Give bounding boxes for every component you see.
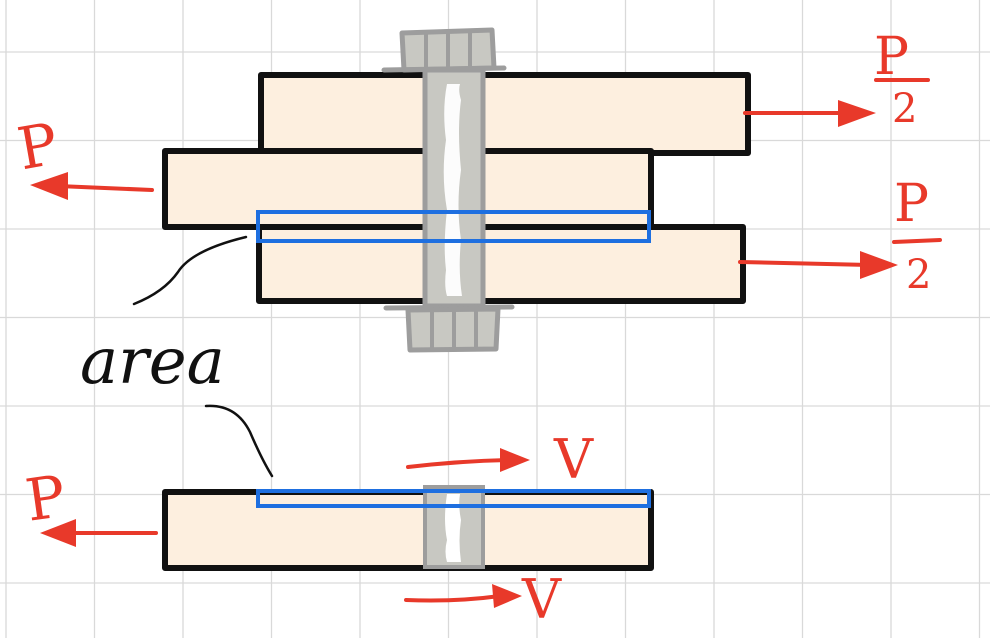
shear-label-v-top: V — [553, 428, 594, 491]
area-annotation: area — [80, 235, 274, 478]
force-label-p-half-top: P 2 — [874, 27, 930, 132]
force-arrow-middle-left — [30, 172, 154, 200]
bolt-shank — [422, 67, 486, 309]
free-body-shear-plane-highlight — [256, 489, 651, 508]
shear-label-v-bottom: V — [521, 568, 562, 631]
p-half-top-numerator: P — [874, 27, 909, 87]
assembled-joint: P P 2 P 2 — [13, 27, 942, 353]
free-body-plate — [162, 489, 654, 571]
force-arrow-top-right — [743, 100, 876, 127]
force-arrow-bottom-right — [738, 251, 898, 279]
shear-force-arrow-bottom — [404, 584, 522, 608]
force-label-p-left: P — [13, 110, 63, 184]
p-half-bottom-denominator: 2 — [906, 252, 931, 298]
middle-plate — [162, 148, 654, 230]
area-leader-line-top — [132, 235, 248, 306]
force-label-p-half-bottom: P 2 — [892, 174, 942, 298]
shear-plane-highlight — [256, 210, 651, 243]
shear-force-arrow-top — [406, 448, 530, 472]
free-body-bolt-section — [423, 485, 485, 569]
free-body-middle-plate: P V V — [21, 428, 654, 631]
force-label-p-free-body: P — [21, 462, 69, 535]
p-half-bottom-fraction-bar — [892, 238, 942, 244]
area-leader-line-bottom — [204, 404, 274, 478]
area-label: area — [80, 325, 225, 399]
p-half-top-denominator: 2 — [892, 86, 917, 132]
top-plate — [258, 72, 751, 156]
p-half-bottom-numerator: P — [894, 174, 929, 234]
bolt-nut — [383, 304, 515, 353]
bottom-plate — [256, 224, 746, 304]
force-arrow-free-body-left — [40, 519, 158, 547]
bolt-head — [381, 27, 507, 73]
